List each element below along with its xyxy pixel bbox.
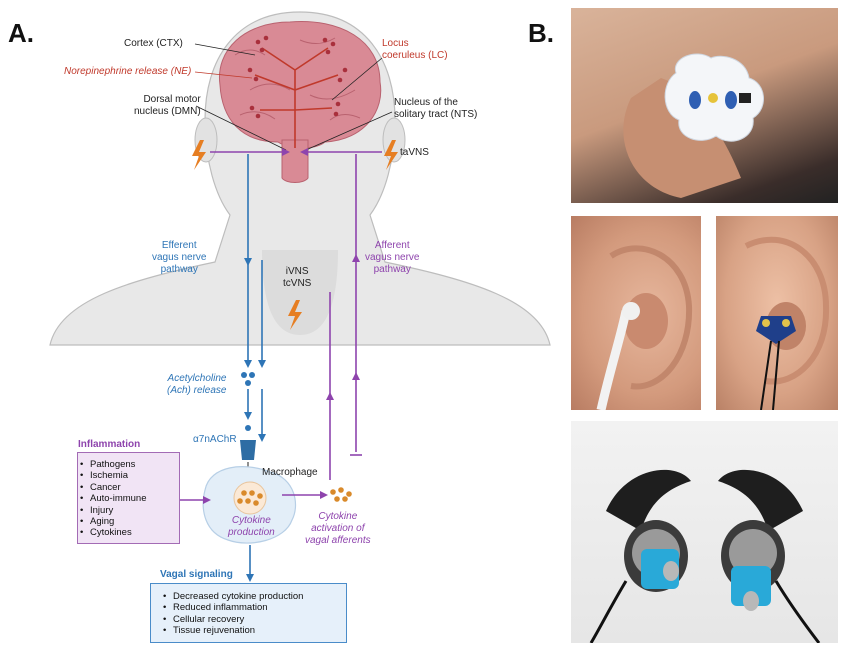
- label-cortex: Cortex (CTX): [124, 38, 183, 50]
- label-ivns: iVNS tcVNS: [283, 266, 311, 290]
- vagal-item: Cellular recovery: [161, 614, 346, 625]
- vagal-item: Decreased cytokine production: [161, 591, 346, 602]
- vagal-box: Decreased cytokine production Reduced in…: [150, 583, 347, 643]
- label-receptor: α7nAChR: [193, 434, 237, 446]
- label-afferent: Afferent vagus nerve pathway: [365, 240, 419, 276]
- label-macrophage: Macrophage: [262, 467, 318, 479]
- inflammation-item: Aging: [78, 516, 179, 527]
- inflammation-item: Auto-immune: [78, 493, 179, 504]
- inflammation-item: Pathogens: [78, 459, 179, 470]
- inflammation-box: Pathogens Ischemia Cancer Auto-immune In…: [77, 452, 180, 544]
- panel-b-letter: B.: [528, 18, 554, 49]
- label-ach: Acetylcholine (Ach) release: [167, 373, 226, 397]
- inflammation-item: Injury: [78, 505, 179, 516]
- vagal-item: Tissue rejuvenation: [161, 625, 346, 636]
- label-norepinephrine: Norepinephrine release (NE): [64, 66, 191, 78]
- label-nts: Nucleus of the solitary tract (NTS): [394, 97, 477, 121]
- label-locus-coeruleus: Locus coeruleus (LC): [382, 38, 448, 62]
- vagal-title: Vagal signaling: [160, 569, 233, 581]
- a7nachr-receptor: [240, 440, 256, 460]
- photo-ear-electrode-right: [716, 216, 838, 410]
- inflammation-item: Cytokines: [78, 527, 179, 538]
- label-dmn: Dorsal motor nucleus (DMN): [134, 94, 201, 118]
- label-efferent: Efferent vagus nerve pathway: [152, 240, 206, 276]
- label-cytokine-activation: Cytokine activation of vagal afferents: [305, 511, 371, 547]
- inflammation-item: Ischemia: [78, 470, 179, 481]
- vagal-item: Reduced inflammation: [161, 602, 346, 613]
- label-cytokine-production: Cytokine production: [228, 515, 275, 539]
- photo-earbuds: [571, 421, 838, 643]
- inflammation-title: Inflammation: [78, 439, 140, 451]
- photo-neck-device: [571, 8, 838, 203]
- label-tavns: taVNS: [400, 147, 429, 159]
- photo-ear-electrode-left: [571, 216, 701, 410]
- inflammation-item: Cancer: [78, 482, 179, 493]
